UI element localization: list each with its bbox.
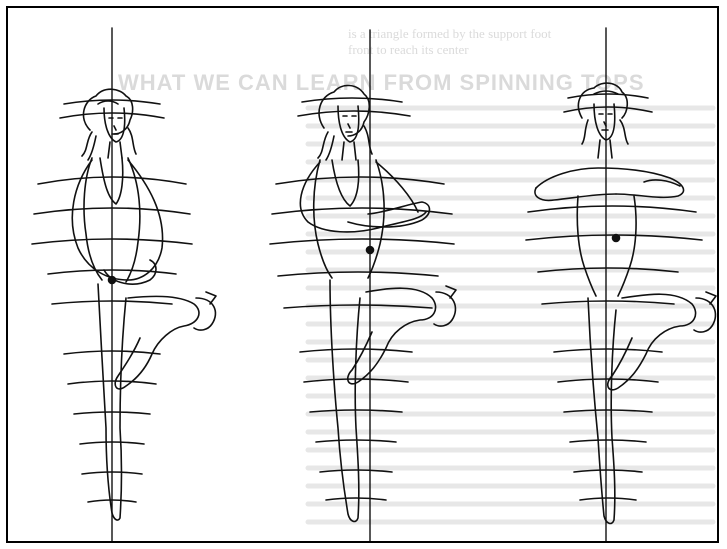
dancer-right [526, 28, 716, 543]
illustration-frame: is a triangle formed by the support foot… [6, 6, 719, 543]
dancer-left [32, 28, 216, 543]
dancers-drawing [8, 8, 719, 543]
dancer-middle [270, 30, 456, 543]
